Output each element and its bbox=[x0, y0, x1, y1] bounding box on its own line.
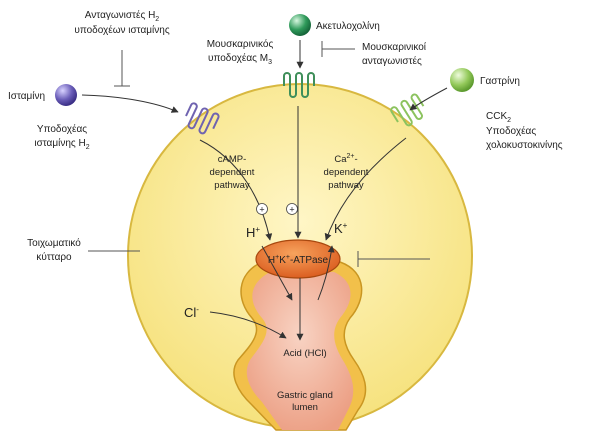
h-ion-arrow bbox=[261, 245, 293, 301]
camp-pathway-label: cAMP- bbox=[218, 154, 247, 165]
ca-pathway-label-3: pathway bbox=[328, 180, 364, 191]
gastrin-arrow bbox=[409, 87, 448, 111]
histamine-ball bbox=[55, 84, 77, 106]
proton-pump bbox=[255, 239, 341, 279]
camp-arrow bbox=[199, 139, 273, 241]
pump-label: H+K+-ATPase bbox=[268, 254, 329, 266]
k-ion-arrow bbox=[317, 245, 335, 301]
ca-pathway-label-2: dependent bbox=[324, 167, 369, 178]
histamine-h2-receptor bbox=[185, 102, 220, 135]
muscarinic-antagonists-label-2: ανταγωνιστές bbox=[362, 55, 422, 67]
cck-receptor-label: Υποδοχέας bbox=[486, 125, 536, 137]
h2-antagonists-label: Ανταγωνιστές H2 bbox=[85, 9, 160, 23]
camp-pathway-label-3: pathway bbox=[214, 180, 250, 191]
chloride-label: Cl- bbox=[184, 305, 199, 320]
muscarinic-receptor-label: Μουσκαρινικός bbox=[207, 38, 274, 50]
muscarinic-receptor-label-2: υποδοχέας M3 bbox=[208, 52, 272, 66]
lumen-label: Gastric gland bbox=[277, 390, 333, 401]
acid-label: Acid (HCl) bbox=[283, 348, 326, 359]
histamine-receptor-label: Υποδοχέας bbox=[37, 123, 87, 135]
histamine-receptor-label-2: ισταμίνης H2 bbox=[34, 137, 89, 151]
muscarinic-antagonists-label: Μουσκαρινικοί bbox=[362, 41, 427, 53]
gastrin-ball bbox=[450, 68, 474, 92]
acetylcholine-ball bbox=[289, 14, 311, 36]
muscarinic-m3-receptor bbox=[283, 72, 315, 98]
parietal-cell-label: Τοιχωματικό bbox=[27, 237, 81, 249]
chloride-arrow bbox=[209, 311, 287, 339]
ca-arrow bbox=[324, 137, 407, 241]
lumen-label-2: lumen bbox=[292, 402, 318, 413]
parietal-cell-label-2: κύτταρο bbox=[36, 251, 72, 263]
histamine-arrow bbox=[81, 94, 179, 113]
potassium-label: K+ bbox=[334, 221, 348, 236]
cck2-receptor bbox=[390, 93, 425, 127]
cck-receptor-label-2: χολοκυστοκινίνης bbox=[486, 139, 563, 151]
camp-pathway-label-2: dependent bbox=[210, 167, 255, 178]
proton-label: H+ bbox=[246, 225, 260, 240]
cck2-label: CCK2 bbox=[486, 111, 511, 124]
histamine-label: Ισταμίνη bbox=[8, 90, 45, 102]
ca-pathway-label: Ca2+- bbox=[334, 153, 357, 165]
plus-circle-camp bbox=[256, 203, 268, 215]
acetylcholine-label: Ακετυλοχολίνη bbox=[316, 20, 380, 32]
plus-circle-ca bbox=[286, 203, 298, 215]
h2-antagonists-label-2: υποδοχέων ισταμίνης bbox=[74, 24, 169, 36]
plus-sign-ca: + bbox=[289, 205, 294, 215]
plus-sign-camp: + bbox=[259, 205, 264, 215]
gland-lumen bbox=[246, 272, 354, 430]
gastrin-label: Γαστρίνη bbox=[480, 75, 520, 87]
